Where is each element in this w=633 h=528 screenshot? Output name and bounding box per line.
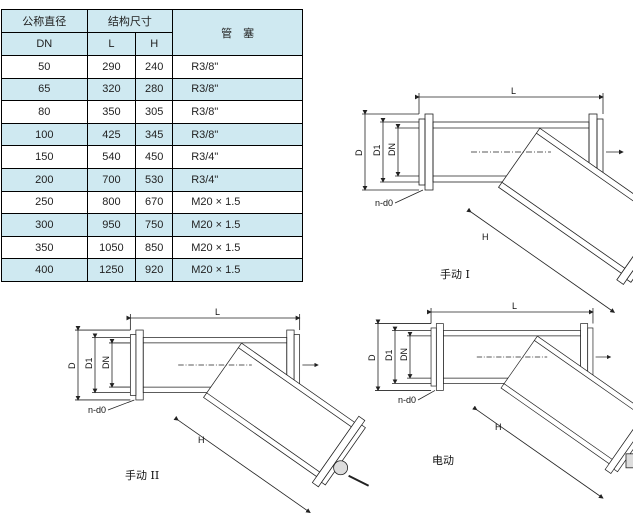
- leader-line: [107, 399, 135, 411]
- cell-l: 350: [86, 100, 137, 124]
- header-nominal-diameter: 公称直径: [1, 9, 88, 33]
- label-bolt-holes: n-d0: [88, 405, 106, 415]
- cell-thread: R3/4": [172, 145, 303, 169]
- header-h: H: [135, 32, 174, 56]
- label-h: H: [495, 422, 502, 432]
- cell-l: 425: [86, 122, 137, 147]
- drawing-caption: 手动 I: [440, 267, 470, 281]
- dimension-line-h: [472, 405, 604, 499]
- cell-h: 750: [135, 213, 174, 237]
- cell-l: 290: [86, 55, 137, 79]
- cell-h: 850: [135, 235, 174, 260]
- cell-h: 530: [135, 167, 174, 192]
- label-dn: DN: [387, 143, 397, 156]
- cell-h: 240: [135, 55, 174, 79]
- cell-h: 280: [135, 77, 174, 102]
- label-d: D: [67, 362, 77, 369]
- cell-h: 450: [135, 145, 174, 169]
- y-strainer-body: [431, 324, 633, 476]
- cell-dn: 200: [1, 167, 88, 192]
- cell-dn: 300: [1, 213, 88, 237]
- cell-dn: 150: [1, 145, 88, 169]
- cell-dn: 65: [1, 77, 88, 102]
- cell-dn: 100: [1, 122, 88, 147]
- valve-drawing-3: L D D1 DN Hn-d0 电动: [367, 301, 633, 499]
- label-l: L: [215, 307, 220, 317]
- label-d1: D1: [84, 357, 94, 369]
- cell-thread: M20 × 1.5: [172, 258, 303, 282]
- dimension-line-h: [173, 415, 311, 514]
- dimension-line-h: [466, 207, 616, 313]
- cell-h: 670: [135, 190, 174, 215]
- label-bolt-holes: n-d0: [375, 198, 393, 208]
- cell-h: 305: [135, 100, 174, 124]
- cell-h: 920: [135, 258, 174, 282]
- handle-lever: [348, 474, 370, 487]
- header-dn: DN: [1, 32, 88, 56]
- handwheel: [333, 460, 349, 476]
- cell-l: 950: [86, 213, 137, 237]
- label-d1: D1: [372, 144, 382, 156]
- label-dn: DN: [101, 356, 111, 369]
- leader-line: [394, 189, 424, 204]
- drawing-caption: 电动: [432, 454, 454, 467]
- valve-drawing-1: L D D1 DN Hn-d0 手动 I: [354, 86, 633, 313]
- y-strainer-body: [130, 330, 368, 489]
- label-bolt-holes: n-d0: [398, 395, 416, 405]
- cell-l: 700: [86, 167, 137, 192]
- label-d1: D1: [384, 349, 394, 361]
- drawing-caption: 手动 II: [125, 468, 159, 482]
- cell-thread: R3/8": [172, 122, 303, 147]
- cell-dn: 80: [1, 100, 88, 124]
- label-d: D: [367, 354, 377, 361]
- label-dn: DN: [399, 348, 409, 361]
- label-l: L: [511, 86, 516, 96]
- header-l: L: [86, 32, 137, 56]
- header-pipe-thread: 管 塞: [172, 9, 303, 56]
- label-h: H: [482, 232, 489, 242]
- leader-line: [417, 390, 436, 401]
- electric-actuator: [625, 453, 633, 469]
- label-d: D: [354, 149, 364, 156]
- cell-dn: 400: [1, 258, 88, 282]
- valve-drawing-2: L D D1 DN Hn-d0 手动 II: [67, 307, 370, 514]
- label-h: H: [198, 435, 205, 445]
- cell-thread: R3/8": [172, 77, 303, 102]
- label-l: L: [512, 301, 517, 311]
- y-strainer-body: [419, 114, 633, 287]
